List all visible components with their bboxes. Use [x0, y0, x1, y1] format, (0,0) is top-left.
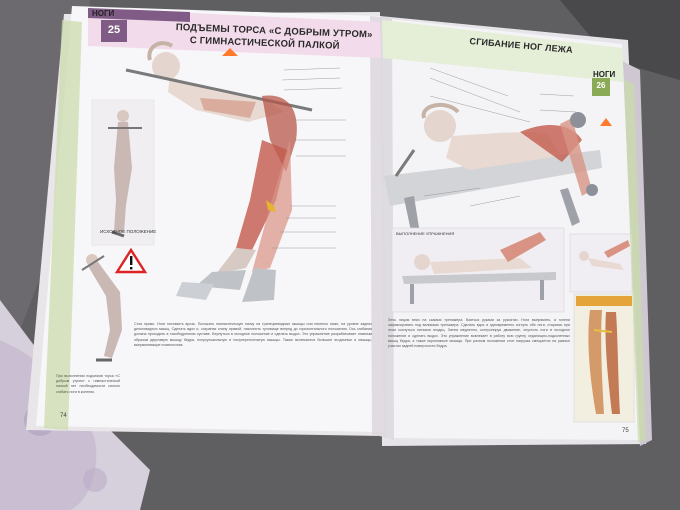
arrow-icon-right — [600, 118, 612, 126]
muscle-labels-right — [423, 67, 577, 207]
start-position-caption: ИСХОДНОЕ ПОЛОЖЕНИЕ — [100, 229, 157, 234]
instructions-text-right: Лечь лицом вниз на скамью тренажера. Взя… — [388, 318, 570, 349]
section-label: НОГИ — [92, 9, 115, 18]
muscle-labels-left — [272, 67, 346, 249]
page-number-right: 75 — [622, 428, 629, 434]
header-band-right — [382, 20, 624, 82]
caution-text: При выполнении подъемов торса «С добрым … — [56, 374, 120, 394]
variation-panel-small — [569, 233, 633, 293]
exercise-number-right: 26 — [596, 81, 606, 90]
exercise-number-badge-right — [592, 78, 610, 96]
caution-figure — [81, 254, 122, 362]
warning-icon — [114, 247, 148, 274]
start-position-figure — [91, 99, 155, 246]
good-morning-anatomy-figure — [125, 41, 313, 302]
leg-curl-machine-figure — [384, 102, 602, 236]
exercise-number-badge — [101, 20, 127, 42]
page-number-left: 74 — [60, 413, 67, 419]
variation-caption: ВЫПОЛНЕНИЕ УПРАЖНЕНИЯ — [396, 231, 455, 236]
leg-anatomy-inset — [573, 293, 635, 423]
section-label-right: НОГИ — [593, 70, 616, 79]
variation-panel — [391, 227, 565, 313]
arrow-up-icon — [222, 48, 238, 56]
instructions-text: Стоя прямо. Ноги поставить врозь. Положи… — [134, 322, 372, 347]
exercise-number: 25 — [107, 24, 121, 36]
